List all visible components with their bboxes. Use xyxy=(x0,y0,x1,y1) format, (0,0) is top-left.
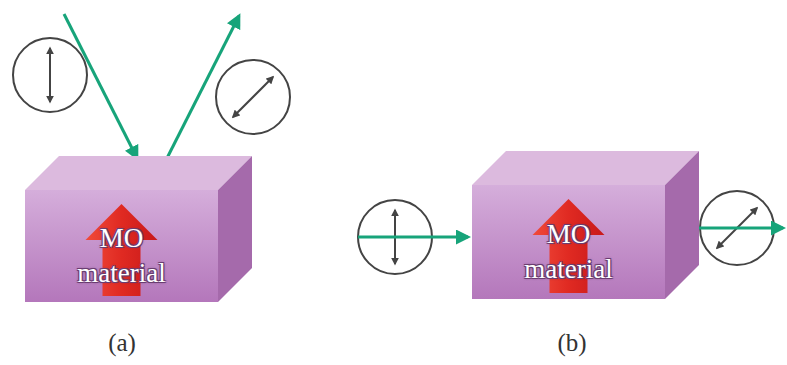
top-face xyxy=(25,156,252,190)
mo-material-block: MO material xyxy=(25,156,252,302)
panel-label: (b) xyxy=(557,329,586,357)
side-face xyxy=(218,156,252,302)
block-label: MO material xyxy=(62,221,182,291)
front-face xyxy=(472,185,665,299)
top-face xyxy=(472,151,699,185)
polarization-circle xyxy=(13,38,87,112)
side-face xyxy=(665,151,699,299)
polarization-circle xyxy=(216,60,290,134)
transmitted-ray xyxy=(686,227,783,230)
front-face xyxy=(25,190,218,302)
panel-label: (a) xyxy=(108,329,136,357)
block-label: MO material xyxy=(509,217,629,287)
mo-material-block: MO material xyxy=(472,151,699,299)
incident-ray xyxy=(358,236,468,239)
